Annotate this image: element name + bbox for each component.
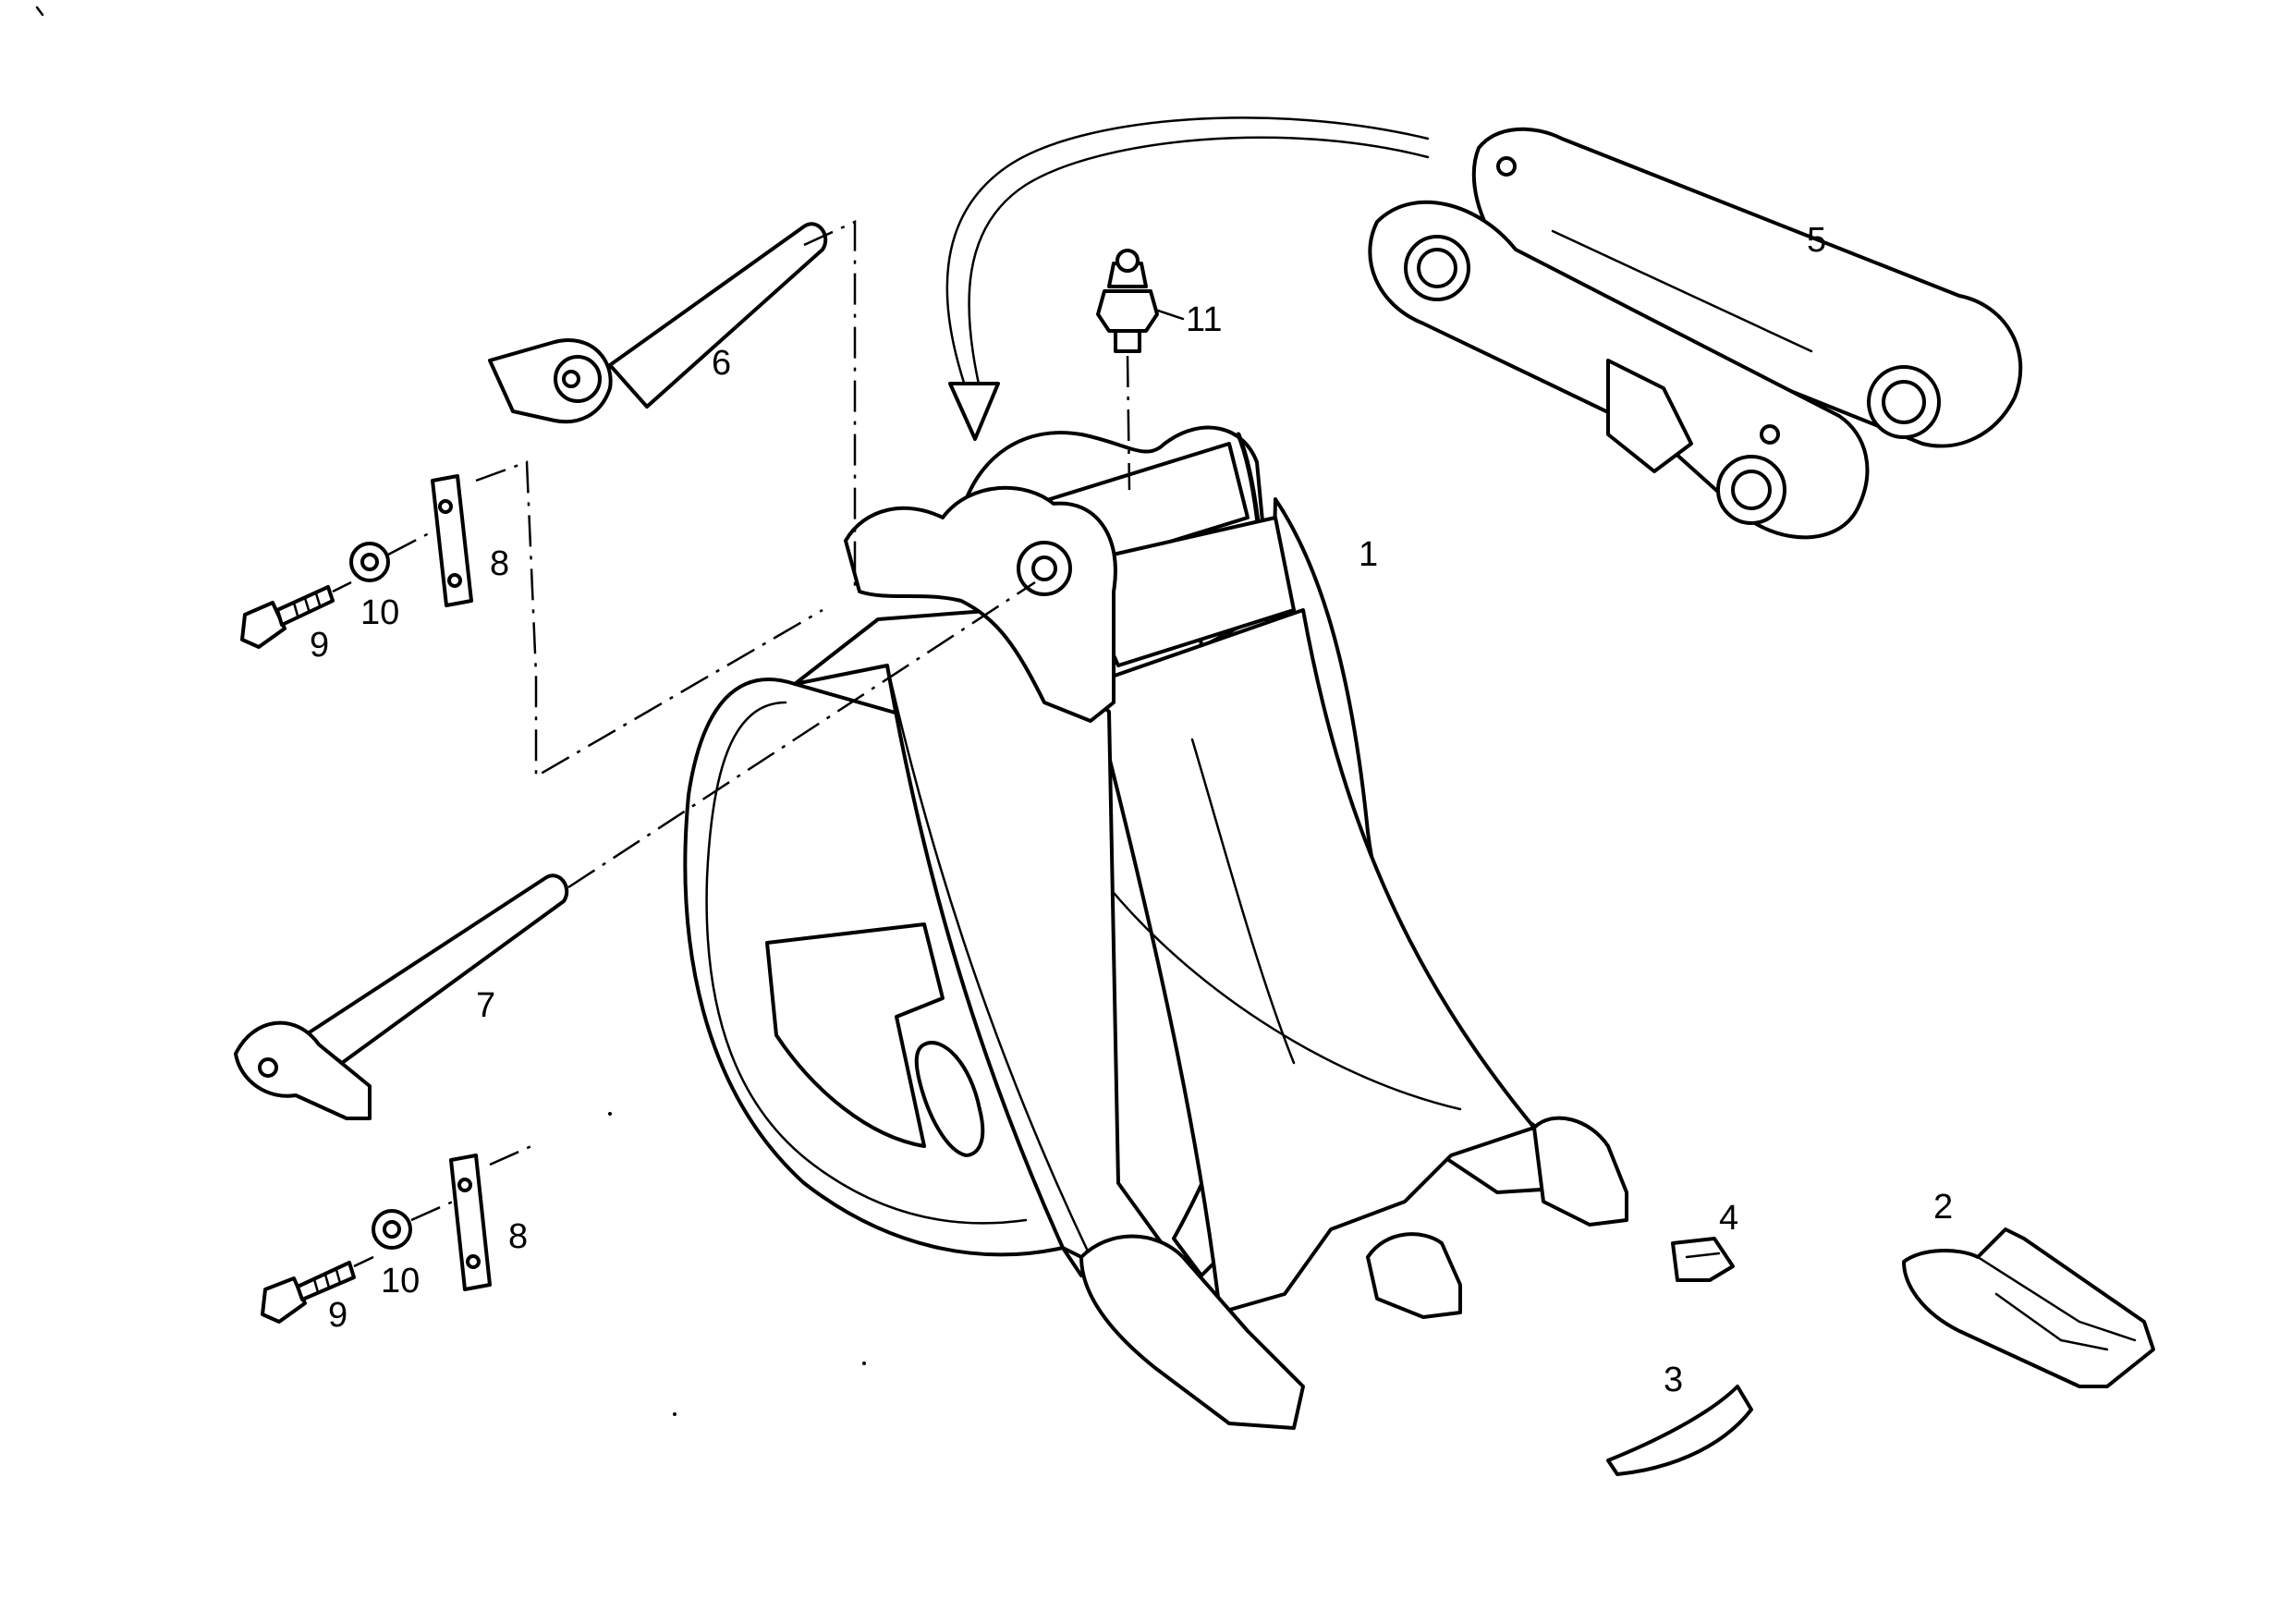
callout-8-lower: 8 [508, 1217, 528, 1256]
callout-leader-11 [1153, 308, 1185, 321]
tooth-point [1902, 1227, 2155, 1388]
tooth-lock-pin [1606, 1385, 1753, 1476]
callout-10-upper: 10 [360, 593, 399, 632]
link-assembly [1368, 127, 2023, 540]
tooth-retainer [1671, 1237, 1735, 1282]
callout-4: 4 [1719, 1199, 1738, 1238]
callout-7: 7 [476, 986, 495, 1025]
callout-9-upper: 9 [310, 626, 329, 665]
callout-1: 1 [1359, 535, 1378, 574]
callout-2: 2 [1933, 1188, 1953, 1227]
washer-upper [349, 530, 433, 582]
callout-8-upper: 8 [490, 544, 509, 583]
callout-5: 5 [1807, 221, 1826, 260]
bolt-lower [261, 1255, 374, 1324]
scan-specks [35, 6, 866, 1416]
pin-upper [488, 220, 857, 592]
callout-labels: 1 2 3 4 5 6 7 8 8 9 9 10 10 11 [310, 221, 1953, 1399]
assembly-arrow [945, 116, 1430, 441]
callout-11: 11 [1186, 300, 1222, 339]
washer-lower [372, 1200, 454, 1250]
bucket [683, 425, 1628, 1430]
callout-3: 3 [1664, 1361, 1683, 1399]
callout-6: 6 [712, 344, 731, 383]
plate-lower [449, 1144, 532, 1291]
callout-9-lower: 9 [328, 1296, 347, 1335]
plate-upper [431, 460, 823, 779]
pin-lower [234, 580, 1036, 1120]
callout-10-lower: 10 [381, 1262, 420, 1300]
bolt-upper [240, 580, 352, 649]
grease-nipple [1096, 249, 1159, 491]
